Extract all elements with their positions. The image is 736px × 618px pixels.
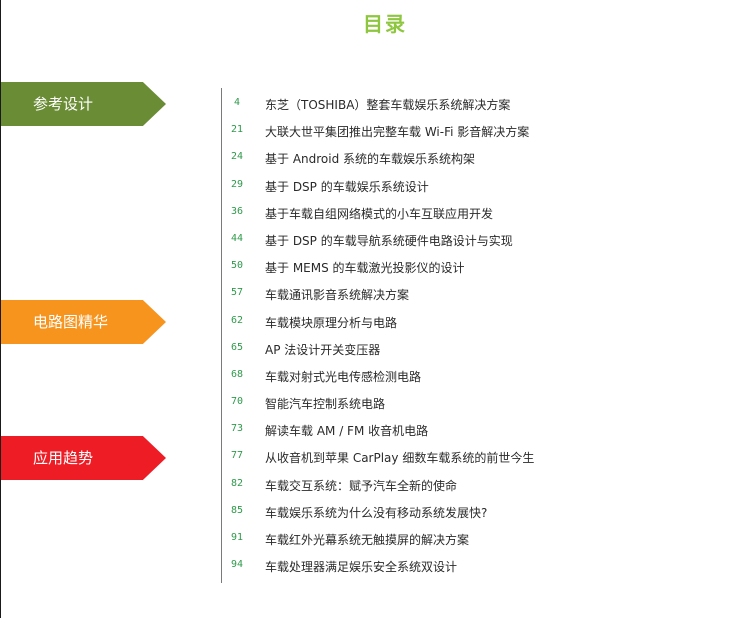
toc-page-number: 50 [230, 260, 244, 272]
toc-entry[interactable]: 77 从收音机到苹果 CarPlay 细数车载系统的前世今生 [225, 444, 725, 471]
toc-entry-title: 解读车载 AM / FM 收音机电路 [265, 424, 429, 439]
toc-entry-title: 大联大世平集团推出完整车载 Wi-Fi 影音解决方案 [265, 125, 530, 140]
toc-entry[interactable]: 85 车载娱乐系统为什么没有移动系统发展快? [225, 499, 725, 526]
toc-entry-title: 车载娱乐系统为什么没有移动系统发展快? [265, 505, 488, 520]
toc-entry-title: 基于 Android 系统的车载娱乐系统构架 [265, 152, 476, 167]
toc-entry[interactable]: 29 基于 DSP 的车载娱乐系统设计 [225, 173, 725, 200]
toc-page-number: 44 [230, 232, 244, 244]
toc-page-number: 4 [233, 97, 241, 108]
toc-entry[interactable]: 91 车载红外光幕系统无触摸屏的解决方案 [225, 526, 725, 553]
toc-page-number: 29 [230, 178, 244, 190]
toc-page-number: 73 [230, 423, 244, 435]
toc-entry-title: 基于车载自组网络模式的小车互联应用开发 [265, 206, 494, 221]
toc-entry[interactable]: 44 基于 DSP 的车载导航系统硬件电路设计与实现 [225, 227, 725, 254]
toc-page-number: 21 [230, 124, 244, 136]
toc-entry-title: 从收音机到苹果 CarPlay 细数车载系统的前世今生 [265, 451, 535, 466]
toc-entry-title: 车载对射式光电传感检测电路 [265, 369, 422, 384]
toc-entry[interactable]: 57 车载通讯影音系统解决方案 [225, 281, 725, 308]
toc-page-number: 24 [230, 151, 244, 163]
toc-entry[interactable]: 73 解读车载 AM / FM 收音机电路 [225, 417, 725, 444]
toc-divider-line [221, 88, 222, 583]
toc-page-number: 62 [230, 314, 244, 326]
toc-entry[interactable]: 68 车载对射式光电传感检测电路 [225, 363, 725, 390]
toc-entry-title: 车载红外光幕系统无触摸屏的解决方案 [265, 533, 470, 547]
toc-page-number: 77 [230, 450, 244, 462]
section-tag-circuit-highlights: 电路图精华 [1, 300, 166, 344]
toc-entry[interactable]: 65 AP 法设计开关变压器 [225, 336, 725, 363]
section-tag-application-trends: 应用趋势 [1, 436, 166, 480]
toc-page-number: 94 [230, 559, 244, 571]
toc-entry-title: 东芝（TOSHIBA）整套车载娱乐系统解决方案 [265, 98, 511, 112]
toc-page-number: 68 [230, 368, 244, 380]
toc-entry-title: 基于 DSP 的车载导航系统硬件电路设计与实现 [265, 233, 513, 248]
toc-entry-title: 车载通讯影音系统解决方案 [265, 288, 410, 303]
toc-entry-title: 车载交互系统：赋予汽车全新的使命 [265, 478, 458, 493]
toc-entry[interactable]: 50 基于 MEMS 的车载激光投影仪的设计 [225, 254, 725, 281]
toc-page-number: 85 [230, 504, 244, 516]
toc-entry[interactable]: 4 东芝（TOSHIBA）整套车载娱乐系统解决方案 [225, 91, 725, 118]
toc-page-number: 57 [230, 287, 244, 299]
toc-entry[interactable]: 70 智能汽车控制系统电路 [225, 390, 725, 417]
section-tag-reference-design: 参考设计 [1, 82, 166, 126]
toc-entry-title: AP 法设计开关变压器 [265, 342, 381, 357]
toc-entry[interactable]: 82 车载交互系统：赋予汽车全新的使命 [225, 472, 725, 499]
toc-entry[interactable]: 62 车载模块原理分析与电路 [225, 309, 725, 336]
toc-page-number: 36 [230, 205, 244, 217]
toc-page-number: 65 [230, 341, 244, 353]
toc-page-number: 91 [230, 532, 244, 543]
toc-entry-title: 车载处理器满足娱乐安全系统双设计 [265, 560, 458, 575]
toc-entry[interactable]: 24 基于 Android 系统的车载娱乐系统构架 [225, 145, 725, 172]
toc-list: 4 东芝（TOSHIBA）整套车载娱乐系统解决方案 21 大联大世平集团推出完整车载… [225, 91, 725, 580]
toc-entry-title: 智能汽车控制系统电路 [265, 397, 386, 412]
left-border-line [0, 0, 1, 618]
toc-entry[interactable]: 36 基于车载自组网络模式的小车互联应用开发 [225, 200, 725, 227]
toc-entry-title: 基于 DSP 的车载娱乐系统设计 [265, 179, 429, 194]
toc-page-number: 70 [230, 396, 244, 408]
toc-entry-title: 基于 MEMS 的车载激光投影仪的设计 [265, 261, 465, 276]
toc-entry[interactable]: 94 车载处理器满足娱乐安全系统双设计 [225, 553, 725, 580]
toc-entry-title: 车载模块原理分析与电路 [265, 315, 398, 330]
page-title: 目录 [363, 12, 407, 36]
toc-entry[interactable]: 21 大联大世平集团推出完整车载 Wi-Fi 影音解决方案 [225, 118, 725, 145]
toc-page-number: 82 [230, 477, 244, 489]
